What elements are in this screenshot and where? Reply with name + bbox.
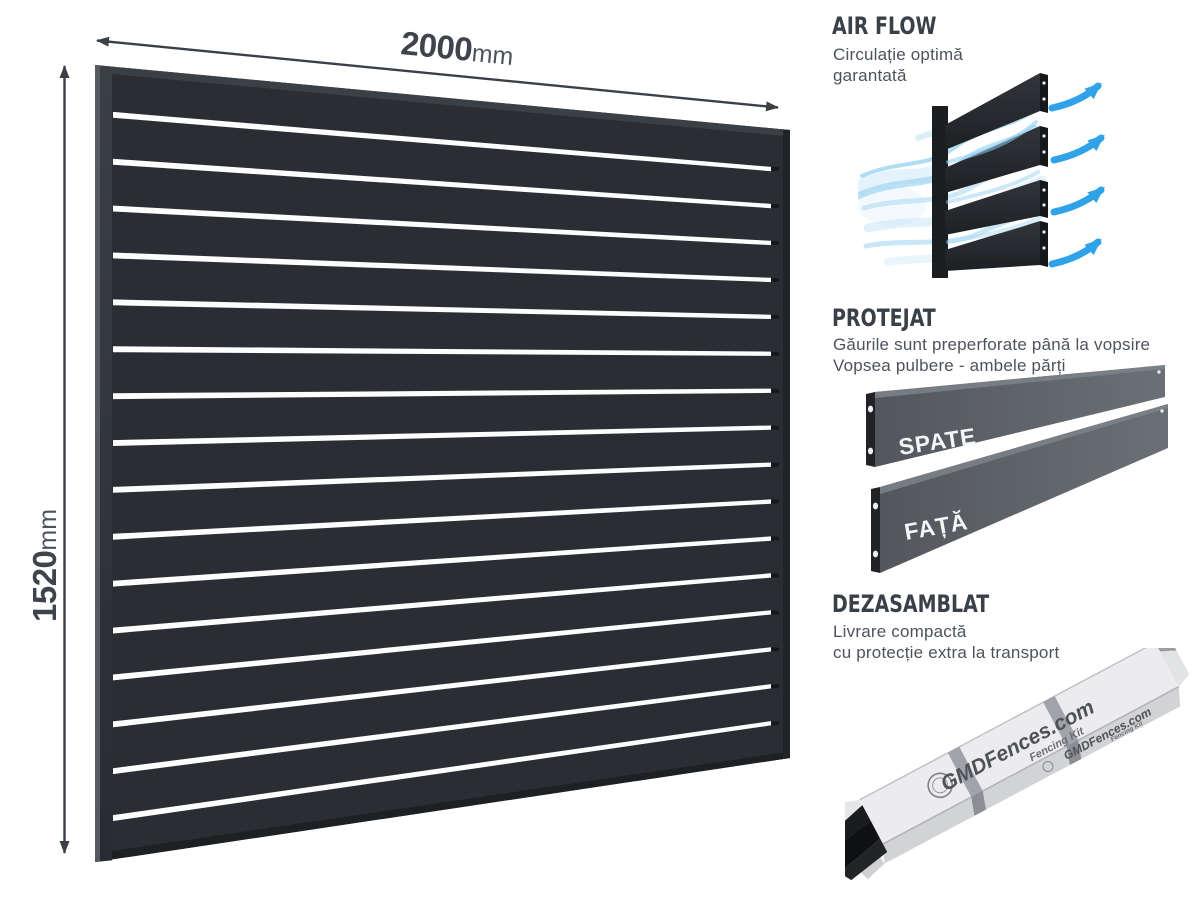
panel-gap [113,252,771,283]
feature-dezasamblat-subtitle: Livrare compactă cu protecție extra la t… [833,621,1059,663]
package-box: GMDFences.com Fencing Kit GMDFences.com … [845,648,1190,881]
panel-gap [113,536,771,587]
protejat-illustration: SPATE FAȚĂ [866,365,1168,573]
panel-gap [113,158,771,209]
panel-gap-end [771,536,779,541]
height-dimension-label: 1520mm [26,509,63,622]
air-flow-slat [945,126,1048,193]
panel-gap [113,721,771,821]
panel-gap [113,111,771,172]
panel-gap-end [771,351,779,356]
slat-bundle [845,805,888,881]
panel-gap [113,388,771,400]
brand-stamp-icon [927,772,953,799]
air-arrow-icon [1050,134,1105,164]
air-flow-slats [945,73,1048,271]
air-arrow-icon [1050,186,1105,216]
feature-protejat-title-block: PROTEJAT [832,306,950,331]
panel-gap-end [771,425,779,430]
box-side-face [883,686,1181,864]
panel-gap [113,499,771,540]
panel-gap [113,684,771,775]
panel-gap [113,647,771,728]
air-flow-post [932,106,948,278]
subtitle-line: garantată [833,66,907,85]
air-arrow-icon [1048,238,1102,268]
panel-gap-end [771,240,779,246]
panel-gap [113,573,771,634]
panel-gap [113,462,771,493]
panel-gap [113,299,771,319]
panel-gap-end [771,573,779,578]
slat-front: FAȚĂ [871,404,1168,573]
panel-gaps [113,111,779,821]
feature-dezasamblat-title-block: DEZASAMBLAT [832,592,1011,617]
panel-gap-end [771,610,779,615]
subtitle-line: Livrare compactă [833,622,967,641]
panel-gap [113,346,771,356]
panel-gap-end [771,166,779,172]
air-flow-slat [945,221,1048,271]
height-dimension: 1520mm [26,65,70,854]
panel-gap-end [771,314,779,319]
air-arrow-icon [1048,82,1102,112]
box-straps [947,648,1177,816]
panel-gap-end [771,277,779,283]
fence-panel [95,65,790,862]
panel-gap [113,205,771,246]
width-dimension-arrow [96,36,779,112]
panel-gap-end [771,499,779,504]
panel-gap-end [771,721,779,726]
panel-bottom-bevel [95,751,790,862]
panel-gap-end [771,684,779,689]
feature-air-flow-subtitle: Circulație optimă garantată [833,44,963,86]
panel-gap-end [771,647,779,652]
feature-air-flow-title-block: AIR FLOW [832,14,951,39]
box-top-face [859,648,1179,844]
subtitle-line: Vopsea pulbere - ambele părți [833,356,1066,375]
panel-gap [113,425,771,446]
package-illustration: GMDFences.com Fencing Kit GMDFences.com … [845,648,1190,881]
brand-stamp-icon [1042,761,1054,773]
panel-right-edge [783,129,790,759]
air-swirls-through [946,120,1042,244]
feature-protejat-title: PROTEJAT [832,304,936,332]
slat-back: SPATE [866,365,1165,467]
air-flow-slat [945,180,1048,235]
subtitle-line: Circulație optimă [833,45,964,64]
panel-gap [113,610,771,681]
feature-air-flow-title: AIR FLOW [832,12,937,40]
fence-panel-diagram: 2000mm 1520mm [26,24,790,862]
feature-dezasamblat-title: DEZASAMBLAT [832,590,990,618]
panel-gap-end [771,462,779,467]
width-dimension-label: 2000mm [399,24,515,72]
air-flow-arrows [1048,82,1105,268]
width-dimension: 2000mm [96,24,779,112]
panel-gap-end [771,203,779,209]
subtitle-line: Găurile sunt preperforate până la vopsir… [833,335,1151,354]
panel-gap-end [771,388,779,393]
air-flow-illustration [858,73,1105,278]
air-flow-slat [945,73,1048,150]
feature-protejat-subtitle: Găurile sunt preperforate până la vopsir… [833,334,1150,376]
panel-left-sliver [95,65,100,862]
subtitle-line: cu protecție extra la transport [833,643,1060,662]
